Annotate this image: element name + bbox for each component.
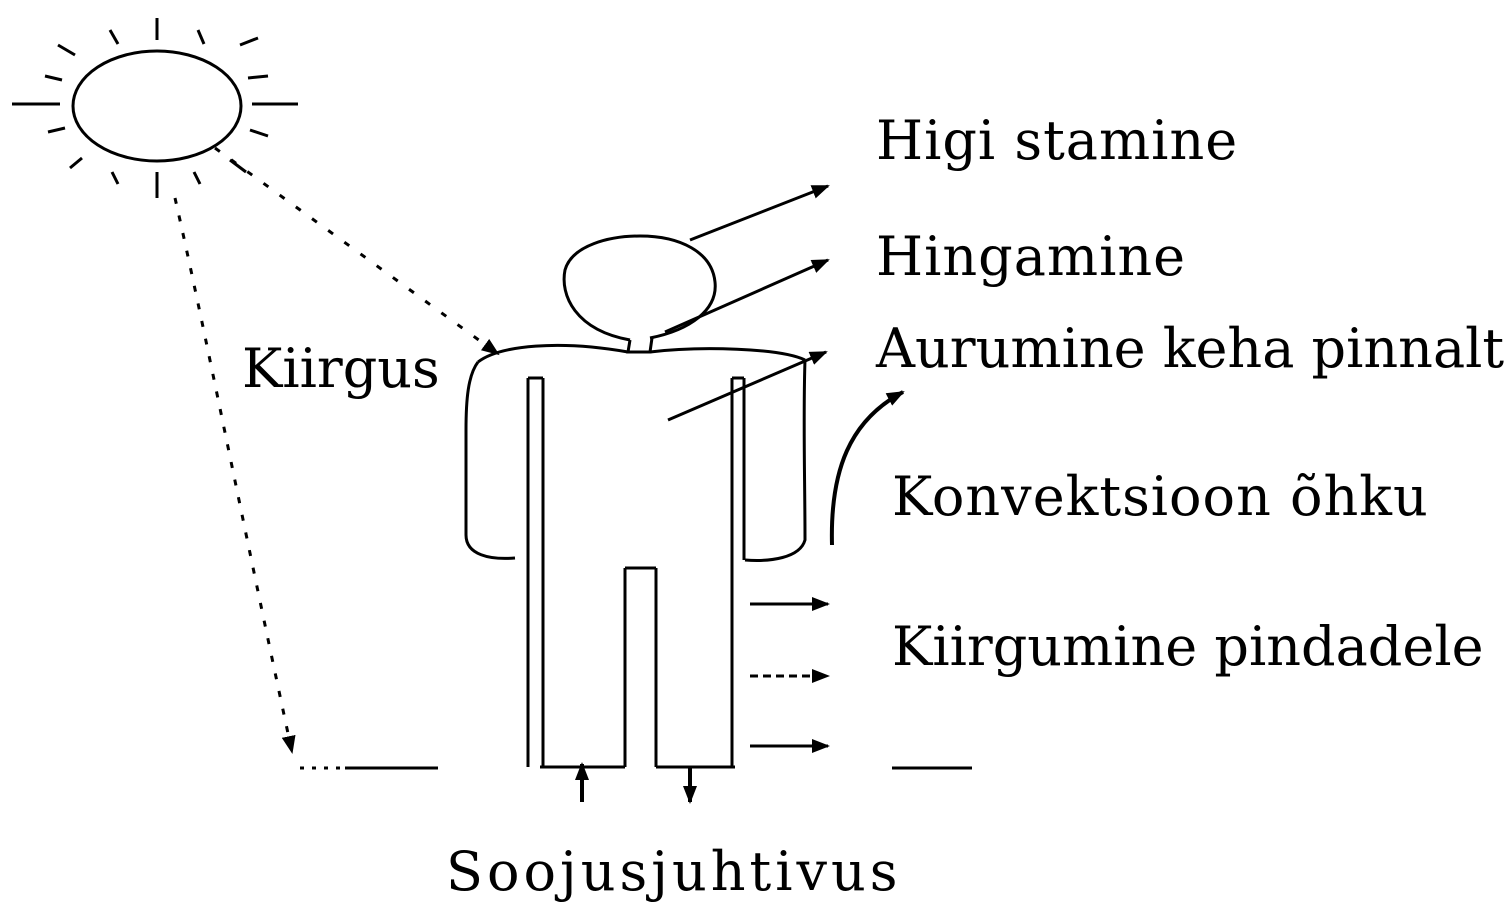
label-sweating: Higi stamine: [876, 114, 1238, 168]
radiation-ray-to-ground: [175, 198, 292, 752]
radiation-ray-to-body: [215, 148, 498, 354]
breathing-arrow: [665, 260, 828, 332]
label-convection: Konvektsioon õhku: [892, 470, 1429, 524]
label-radiation-in: Kiirgus: [242, 342, 440, 396]
person-figure: [466, 236, 805, 767]
label-conduction: Soojusjuhtivus: [446, 845, 902, 899]
sun-icon: [12, 18, 298, 198]
evaporation-arrow: [668, 352, 826, 420]
sweating-arrow: [690, 186, 828, 240]
label-radiation-out: Kiirgumine pindadele: [892, 620, 1484, 674]
label-breathing: Hingamine: [876, 230, 1186, 284]
label-evaporation: Aurumine keha pinnalt: [876, 322, 1504, 376]
